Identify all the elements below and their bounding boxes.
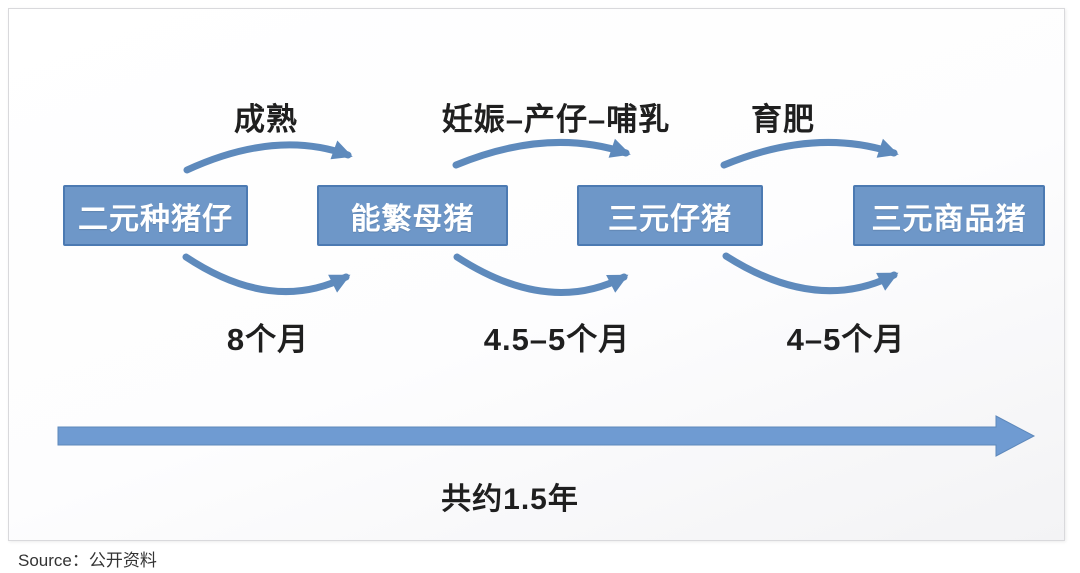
- transition-label-gestation-farrow-lactation: 妊娠–产仔–哺乳: [441, 102, 671, 137]
- stage-label: 能繁母猪: [350, 202, 475, 236]
- source-label: Source：公开资料: [18, 551, 157, 570]
- timeline-total-label: 共约1.5年: [441, 483, 579, 516]
- stage-box-binary-breeding-piglet: 二元种猪仔: [63, 185, 248, 246]
- stage-box-ternary-commodity-pig: 三元商品猪: [853, 185, 1045, 246]
- stage-box-ternary-piglet: 三元仔猪: [577, 185, 763, 246]
- stage-label: 二元种猪仔: [78, 202, 233, 236]
- stage-label: 三元仔猪: [608, 202, 732, 236]
- stage-box-breeding-sow: 能繁母猪: [317, 185, 508, 246]
- duration-label-8-months: 8个月: [226, 322, 310, 357]
- transition-label-mature: 成熟: [234, 102, 298, 137]
- duration-label-4p5-5-months: 4.5–5个月: [483, 322, 631, 357]
- stage-label: 三元商品猪: [871, 202, 1027, 236]
- transition-label-fattening: 育肥: [751, 102, 815, 137]
- duration-label-4-5-months: 4–5个月: [786, 322, 906, 357]
- diagram-panel: [8, 8, 1065, 541]
